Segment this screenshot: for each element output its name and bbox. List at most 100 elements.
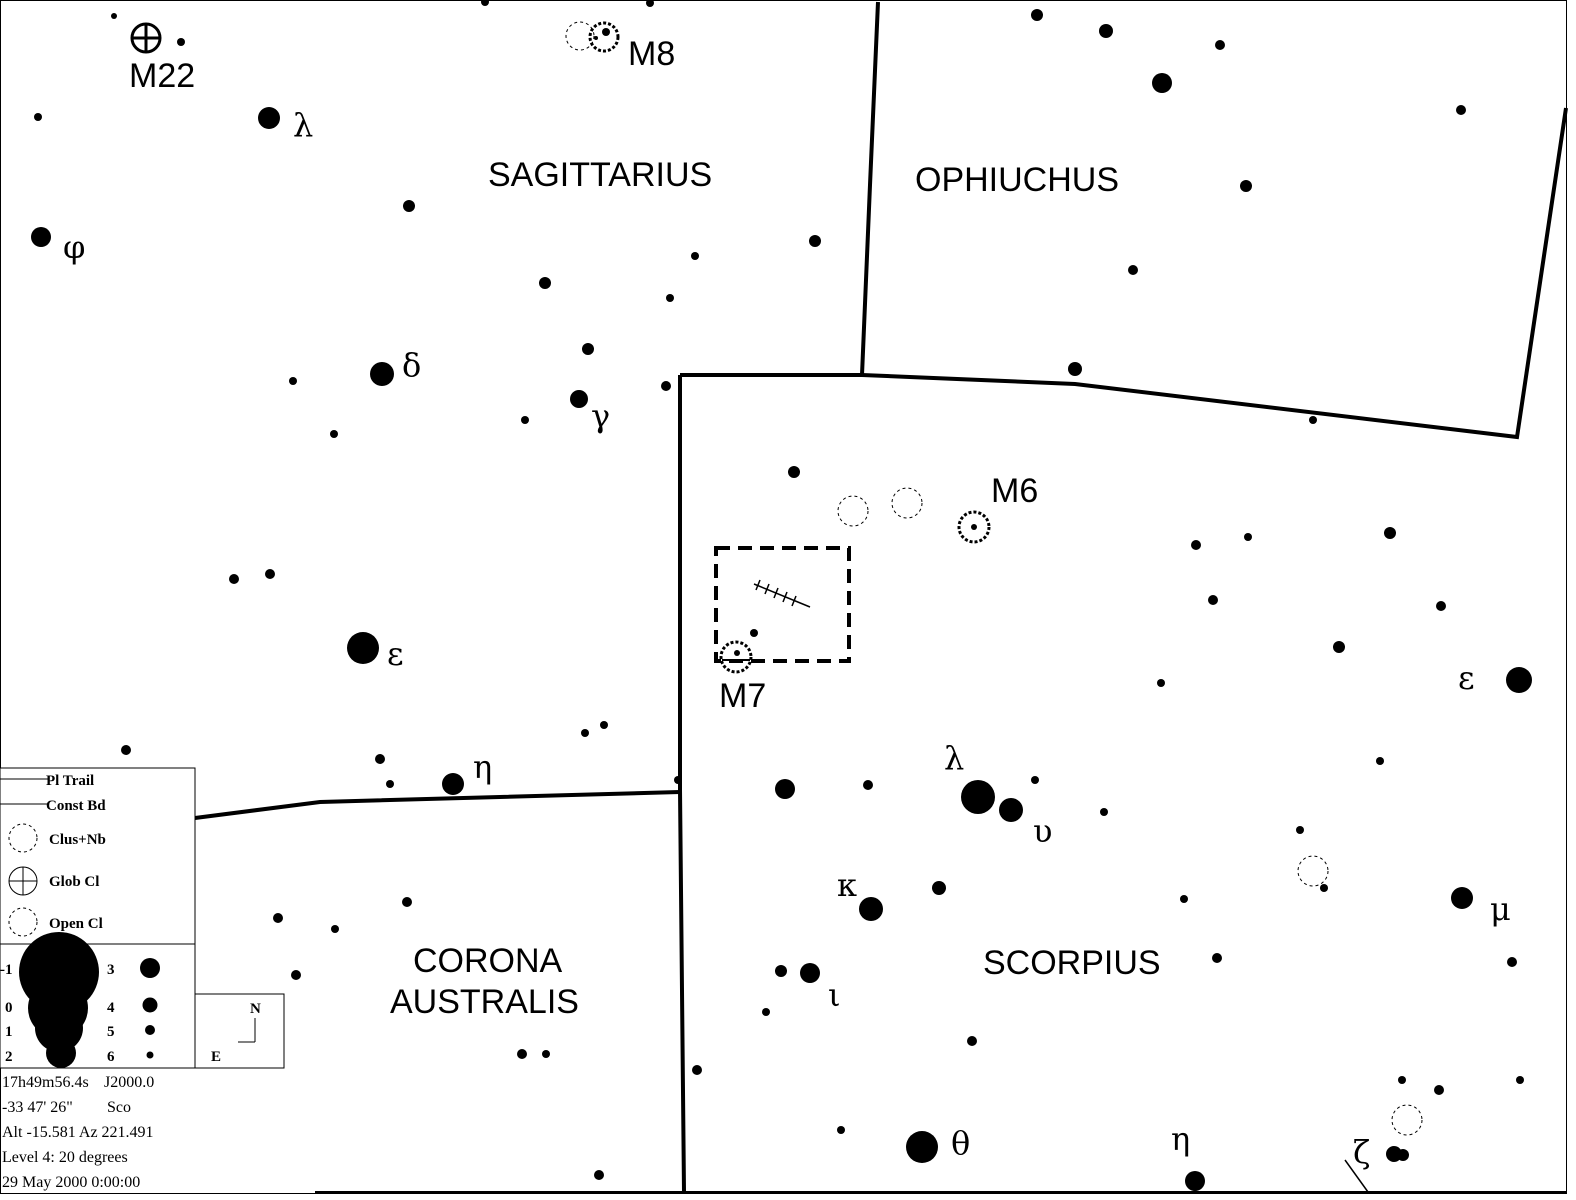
star[interactable] [1180,895,1188,903]
star[interactable] [837,1126,845,1134]
star[interactable] [1157,679,1165,687]
star[interactable] [1212,953,1222,963]
star[interactable] [1436,601,1446,611]
star[interactable] [121,745,131,755]
star[interactable] [403,200,415,212]
star[interactable] [674,776,682,784]
star[interactable] [775,965,787,977]
star[interactable] [1516,1076,1524,1084]
star[interactable] [750,629,758,637]
m8-cluster-icon[interactable] [565,21,620,53]
star-label: μ [1490,890,1511,928]
star[interactable] [570,390,588,408]
star[interactable] [1384,527,1396,539]
star[interactable] [386,780,394,788]
label-m6: M6 [991,472,1038,510]
star[interactable] [1240,180,1252,192]
star[interactable] [1152,73,1172,93]
star[interactable] [1099,24,1113,38]
star[interactable] [1506,667,1532,693]
star[interactable] [1398,1076,1406,1084]
star[interactable] [800,963,820,983]
star[interactable] [289,377,297,385]
star[interactable] [1100,808,1108,816]
star[interactable] [809,235,821,247]
star[interactable] [258,107,280,129]
star[interactable] [291,970,301,980]
star[interactable] [932,881,946,895]
star[interactable] [967,1036,977,1046]
star[interactable] [661,381,671,391]
star[interactable] [1068,362,1082,376]
star[interactable] [402,897,412,907]
star[interactable] [1031,9,1043,21]
star[interactable] [1128,265,1138,275]
star[interactable] [517,1049,527,1059]
m22-globular-icon[interactable] [130,22,162,54]
star[interactable] [646,0,654,7]
star[interactable] [1333,641,1345,653]
nebula-circle [837,495,869,527]
star[interactable] [788,466,800,478]
star[interactable] [863,780,873,790]
star[interactable] [692,1065,702,1075]
star[interactable] [999,798,1023,822]
star[interactable] [859,897,883,921]
star-label: ζ [1353,1133,1370,1171]
star[interactable] [481,0,489,6]
star[interactable] [539,277,551,289]
star[interactable] [111,13,117,19]
star[interactable] [347,632,379,664]
legend-mag: 0 [5,1000,13,1016]
star[interactable] [31,227,51,247]
star[interactable] [666,294,674,302]
star[interactable] [331,925,339,933]
info-epoch: J2000.0 [104,1074,154,1091]
star-label: θ [951,1124,970,1162]
star[interactable] [1320,884,1328,892]
star[interactable] [1456,105,1466,115]
field-of-view-box[interactable] [714,546,851,663]
star[interactable] [1296,826,1304,834]
star[interactable] [961,780,995,814]
star[interactable] [442,773,464,795]
star[interactable] [775,779,795,799]
legend-glob-cl: Glob Cl [49,874,99,890]
legend-mag: 3 [107,962,115,978]
star[interactable] [1507,957,1517,967]
star[interactable] [375,754,385,764]
star[interactable] [594,1170,604,1180]
star[interactable] [265,569,275,579]
star[interactable] [370,362,394,386]
star[interactable] [1397,1149,1409,1161]
star[interactable] [762,1008,770,1016]
star[interactable] [1215,40,1225,50]
star[interactable] [582,343,594,355]
star[interactable] [273,913,283,923]
star[interactable] [1208,595,1218,605]
star[interactable] [1191,540,1201,550]
m7-cluster-icon[interactable] [719,640,753,674]
star[interactable] [1185,1171,1205,1191]
star[interactable] [542,1050,550,1058]
star[interactable] [1309,416,1317,424]
star[interactable] [1244,533,1252,541]
star[interactable] [691,252,699,260]
m6-cluster-icon[interactable] [957,510,991,544]
info-altaz: Alt -15.581 Az 221.491 [2,1124,154,1141]
star[interactable] [906,1131,938,1163]
star[interactable] [34,113,42,121]
star[interactable] [1376,757,1384,765]
magnitude-scale-icons [19,932,160,1068]
star[interactable] [1451,887,1473,909]
constellation-boundaries [194,1,1568,1193]
star[interactable] [1434,1085,1444,1095]
star[interactable] [1031,776,1039,784]
star[interactable] [521,416,529,424]
star[interactable] [330,430,338,438]
star[interactable] [229,574,239,584]
star[interactable] [581,729,589,737]
star[interactable] [600,721,608,729]
star[interactable] [177,38,185,46]
